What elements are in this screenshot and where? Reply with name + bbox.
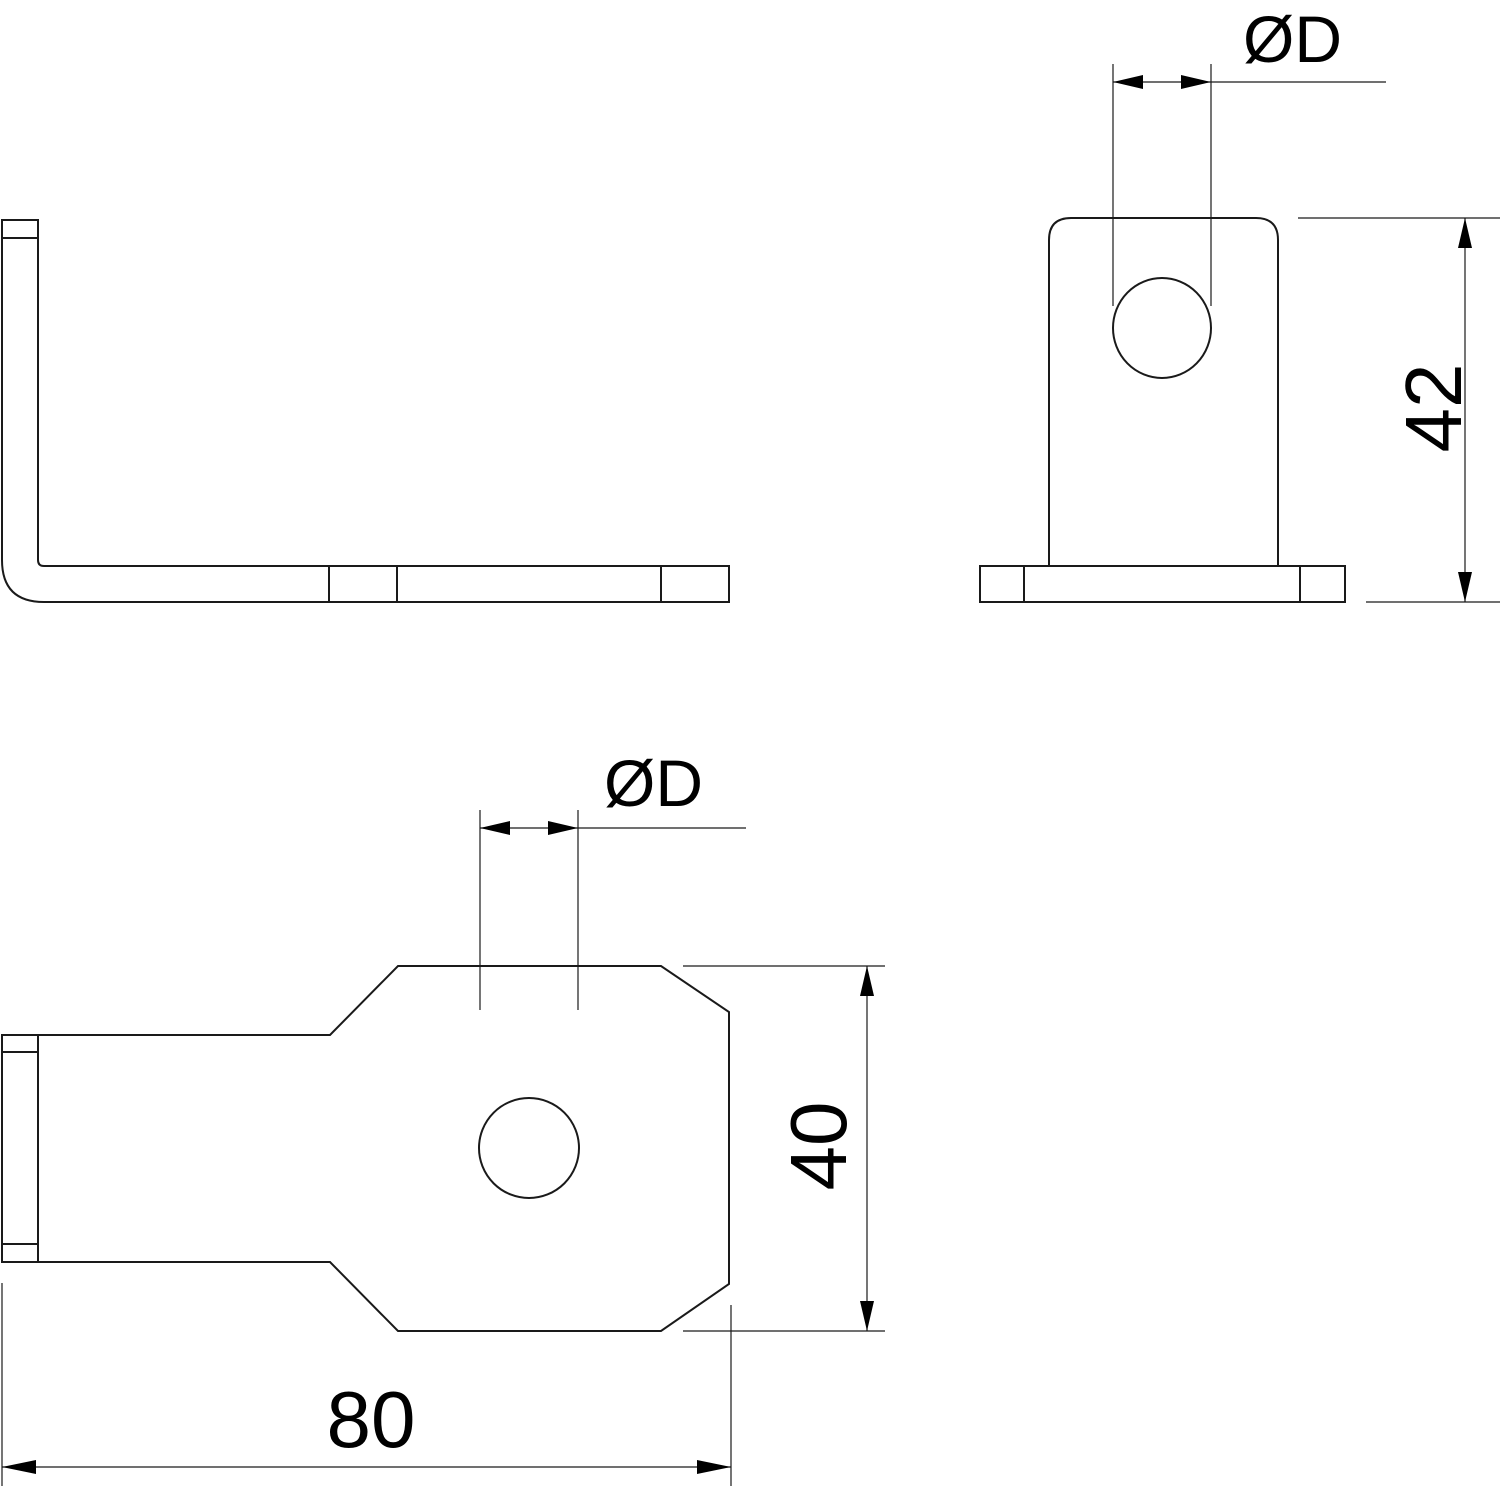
arrow-left-icon: [480, 821, 510, 835]
side-view: [1, 219, 730, 603]
top-length-label: 80: [327, 1375, 416, 1464]
arrow-up-icon: [860, 966, 874, 996]
arrow-down-icon: [860, 1301, 874, 1331]
arrow-left-icon: [1113, 75, 1143, 89]
top-width-dimension: 40: [683, 965, 885, 1332]
top-hole-dimension: ØD: [479, 746, 746, 1010]
arrow-left-icon: [2, 1460, 36, 1474]
top-view: ØD 40 80: [1, 746, 885, 1486]
arrow-right-icon: [697, 1460, 731, 1474]
front-hole-dimension: ØD: [1112, 2, 1386, 306]
front-height-label: 42: [1389, 364, 1478, 453]
arrow-right-icon: [1181, 75, 1211, 89]
hole: [1112, 277, 1212, 379]
front-view: ØD 42: [979, 2, 1500, 603]
front-hole-label: ØD: [1243, 2, 1342, 76]
top-hole-label: ØD: [604, 746, 703, 820]
arrow-right-icon: [548, 821, 578, 835]
arrow-down-icon: [1458, 572, 1472, 602]
top-length-dimension: 80: [1, 1283, 732, 1486]
front-height-dimension: 42: [1298, 217, 1500, 603]
top-width-label: 40: [774, 1102, 863, 1191]
hole: [478, 1097, 580, 1199]
arrow-up-icon: [1458, 218, 1472, 248]
